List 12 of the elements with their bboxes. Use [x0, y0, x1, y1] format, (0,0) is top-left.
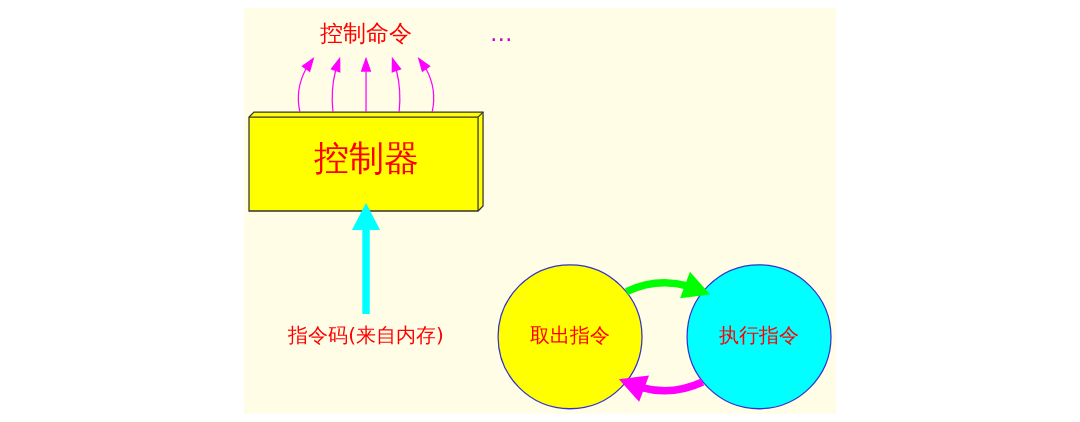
- node-text: 指令码(来自内存): [288, 322, 444, 347]
- arrow: [417, 57, 435, 113]
- arrow: [618, 375, 705, 402]
- arrow: [391, 56, 402, 113]
- arrow: [330, 56, 341, 113]
- label: …: [489, 20, 513, 47]
- arrow: [625, 271, 711, 299]
- node-text: 控制命令: [320, 20, 413, 47]
- arrow: [360, 56, 372, 113]
- node-circle: 执行指令: [686, 264, 832, 410]
- arrow: [297, 57, 315, 113]
- node-circle: 取出指令: [497, 264, 643, 410]
